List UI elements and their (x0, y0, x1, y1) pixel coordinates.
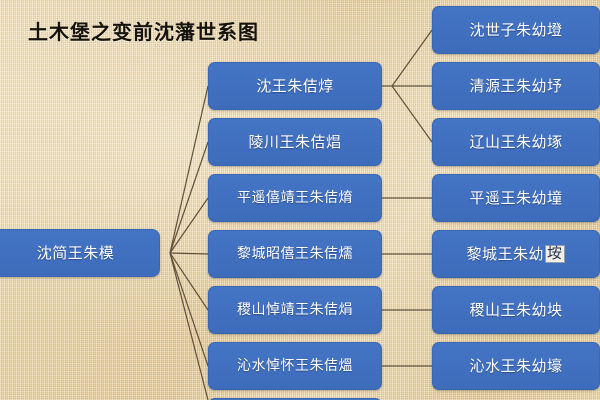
connector-root-to-g2-2 (169, 141, 209, 254)
connector-root-to-g2-4 (169, 252, 209, 255)
node-label: 沁水悼怀王朱佶熅 (237, 358, 353, 374)
connector-root-to-g2-5 (169, 252, 209, 311)
connector-g2-1-to-g3-1 (391, 29, 433, 87)
node-label: 清源王朱幼㘧 (469, 76, 563, 95)
connector-root-to-g2-7 (169, 252, 209, 400)
node-label: 黎城昭僖王朱佶燸 (237, 246, 353, 262)
node-g3-shen-shizi-zhu-youdeng[interactable]: 沈世子朱幼墱 (432, 6, 600, 54)
node-g2-pingyao-xijing-wang-zhu-jiyou[interactable]: 平遥僖靖王朱佶焴 (208, 174, 382, 222)
node-g2-qinshui-daohuai-wang-zhu-jiyun[interactable]: 沁水悼怀王朱佶熅 (208, 342, 382, 390)
missing-glyph-box: 垵 (545, 244, 565, 263)
node-label: 陵川王朱佶焻 (248, 132, 342, 151)
connector-root-to-g2-6 (169, 252, 209, 367)
node-g3-pingyao-wang-zhu-youhuang[interactable]: 平遥王朱幼墥 (432, 174, 600, 222)
node-g3-liaoshan-wang-zhu-youyi[interactable]: 辽山王朱幼㙇 (432, 118, 600, 166)
node-label-prefix: 黎城王朱幼 (466, 244, 544, 263)
node-label: 沈世子朱幼墱 (469, 20, 563, 39)
node-root-shen-jian-wang[interactable]: 沈简王朱模 (0, 229, 160, 277)
connector-root-to-g2-1 (169, 85, 209, 254)
node-g2-licheng-zhaoxi-wang-zhu-jirou[interactable]: 黎城昭僖王朱佶燸 (208, 230, 382, 278)
node-label: 辽山王朱幼㙇 (469, 132, 563, 151)
node-label: 沈王朱佶焞 (256, 76, 334, 95)
node-g3-qinshui-wang-zhu-youhao[interactable]: 沁水王朱幼壕 (432, 342, 600, 390)
node-label: 平遥僖靖王朱佶焴 (237, 190, 353, 206)
node-label: 稷山王朱幼坱 (469, 300, 563, 319)
node-g2-shen-wang-zhu-jichun[interactable]: 沈王朱佶焞 (208, 62, 382, 110)
connector-g2-1-to-g3-3 (391, 85, 433, 143)
node-label: 稷山悼靖王朱佶焆 (237, 302, 353, 318)
node-g3-licheng-wang-zhu-youan[interactable]: 黎城王朱幼垵 (432, 230, 600, 278)
node-label: 平遥王朱幼墥 (469, 188, 563, 207)
node-label: 沁水王朱幼壕 (469, 356, 563, 375)
node-g2-jishan-daojing-wang-zhu-jijuan[interactable]: 稷山悼靖王朱佶焆 (208, 286, 382, 334)
connector-root-to-g2-3 (169, 197, 209, 254)
node-g2-lingchuan-wang-zhu-jichang[interactable]: 陵川王朱佶焻 (208, 118, 382, 166)
node-g3-jishan-wang-zhu-youyang[interactable]: 稷山王朱幼坱 (432, 286, 600, 334)
node-label: 沈简王朱模 (36, 243, 115, 262)
node-g3-qingyuan-wang-zhu-youyi[interactable]: 清源王朱幼㘧 (432, 62, 600, 110)
page-title: 土木堡之变前沈藩世系图 (28, 20, 259, 44)
